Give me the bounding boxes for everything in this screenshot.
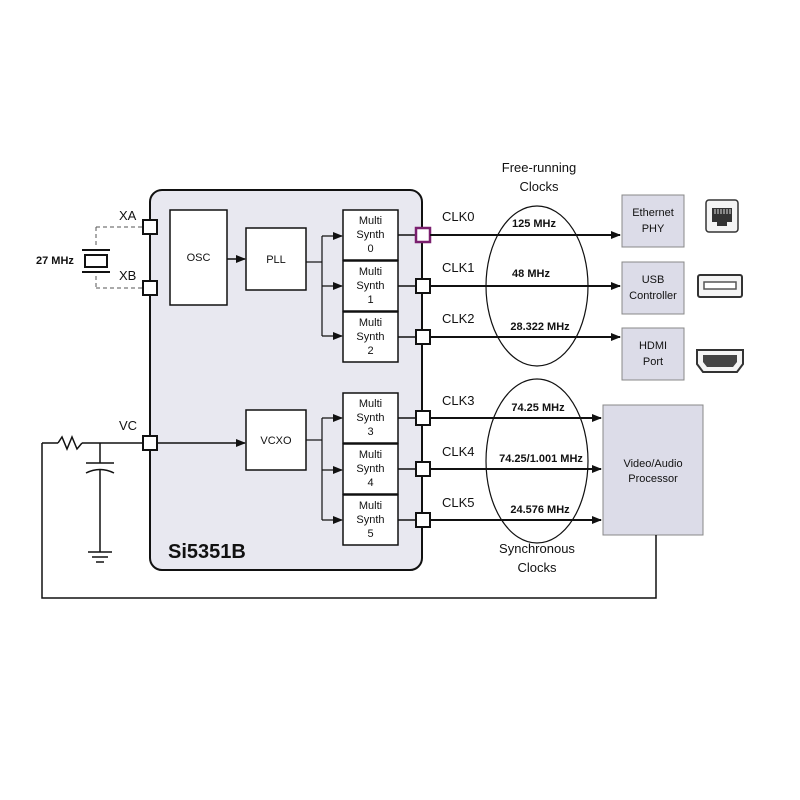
svg-text:0: 0 — [367, 243, 373, 255]
chip-name: Si5351B — [168, 541, 246, 563]
clk2-frequency: 28.322 MHz — [510, 321, 570, 333]
multisynth-5: Multi Synth 5 — [342, 494, 399, 546]
pll-bus — [306, 232, 343, 340]
svg-text:Multi: Multi — [359, 500, 382, 512]
clk5-frequency: 24.576 MHz — [510, 504, 570, 516]
clk1-frequency: 48 MHz — [512, 268, 550, 280]
clk0-frequency: 125 MHz — [512, 218, 557, 230]
hdmi-port-box: HDMI Port — [621, 327, 685, 381]
svg-text:Port: Port — [643, 356, 663, 368]
vcxo-block — [245, 409, 307, 471]
svg-text:5: 5 — [367, 528, 373, 540]
clk3-frequency: 74.25 MHz — [511, 402, 565, 414]
clk1-label: CLK1 — [442, 260, 475, 275]
svg-text:Controller: Controller — [629, 290, 677, 302]
clk4-label: CLK4 — [442, 444, 475, 459]
svg-text:Synth: Synth — [356, 514, 384, 526]
vc-control-circuit — [41, 435, 657, 599]
synchronous-group — [485, 378, 589, 544]
pin-label-xa: XA — [119, 208, 137, 223]
pin-clk0 — [414, 226, 432, 244]
svg-text:Synth: Synth — [356, 229, 384, 241]
clk0-label: CLK0 — [442, 209, 475, 224]
free-running-title: Free-running — [502, 160, 576, 175]
pin-clk3 — [415, 410, 431, 426]
clk3-label: CLK3 — [442, 393, 475, 408]
pin-xb — [142, 280, 158, 296]
synchronous-subtitle: Clocks — [517, 560, 557, 575]
pin-xa — [142, 219, 158, 235]
svg-text:1: 1 — [367, 294, 373, 306]
multisynth-2: Multi Synth 2 — [342, 311, 399, 363]
multisynth-0: Multi Synth 0 — [342, 209, 399, 261]
vcxo-bus — [306, 414, 343, 524]
ethernet-port-icon — [705, 199, 739, 233]
pin-clk2 — [415, 329, 431, 345]
svg-text:Multi: Multi — [359, 317, 382, 329]
svg-text:Multi: Multi — [359, 398, 382, 410]
svg-text:Video/Audio: Video/Audio — [623, 458, 682, 470]
pin-clk5 — [415, 512, 431, 528]
osc-block — [169, 209, 228, 306]
svg-text:Synth: Synth — [356, 331, 384, 343]
pin-clk4 — [415, 461, 431, 477]
clk2-label: CLK2 — [442, 311, 475, 326]
multisynth-4: Multi Synth 4 — [342, 443, 399, 495]
pll-label: PLL — [266, 254, 286, 266]
multisynth-1: Multi Synth 1 — [342, 260, 399, 312]
svg-text:Ethernet: Ethernet — [632, 207, 674, 219]
svg-text:2: 2 — [367, 345, 373, 357]
svg-text:Processor: Processor — [628, 473, 678, 485]
pin-clk1 — [415, 278, 431, 294]
video-audio-processor-box: Video/Audio Processor — [602, 404, 704, 536]
svg-text:Multi: Multi — [359, 449, 382, 461]
svg-text:Synth: Synth — [356, 280, 384, 292]
free-running-subtitle: Clocks — [519, 179, 559, 194]
pll-block — [245, 227, 307, 291]
svg-text:4: 4 — [367, 477, 373, 489]
vcxo-label: VCXO — [260, 435, 292, 447]
pin-vc — [142, 435, 158, 451]
crystal-frequency: 27 MHz — [36, 255, 74, 267]
synchronous-title: Synchronous — [499, 541, 575, 556]
pin-label-vc: VC — [119, 418, 137, 433]
svg-text:Multi: Multi — [359, 215, 382, 227]
svg-text:PHY: PHY — [642, 223, 665, 235]
clk4-frequency: 74.25/1.001 MHz — [499, 453, 583, 465]
svg-text:USB: USB — [642, 274, 665, 286]
svg-text:Multi: Multi — [359, 266, 382, 278]
pin-label-xb: XB — [119, 268, 136, 283]
usb-controller-box: USB Controller — [621, 261, 685, 315]
crystal — [82, 226, 150, 289]
free-running-group — [485, 205, 589, 367]
osc-label: OSC — [187, 252, 211, 264]
svg-text:3: 3 — [367, 426, 373, 438]
usb-port-icon — [697, 274, 743, 298]
ethernet-phy-box: Ethernet PHY — [621, 194, 685, 248]
svg-text:Synth: Synth — [356, 463, 384, 475]
svg-text:Synth: Synth — [356, 412, 384, 424]
svg-text:HDMI: HDMI — [639, 340, 667, 352]
multisynth-3: Multi Synth 3 — [342, 392, 399, 444]
hdmi-port-icon — [696, 349, 744, 373]
clk5-label: CLK5 — [442, 495, 475, 510]
